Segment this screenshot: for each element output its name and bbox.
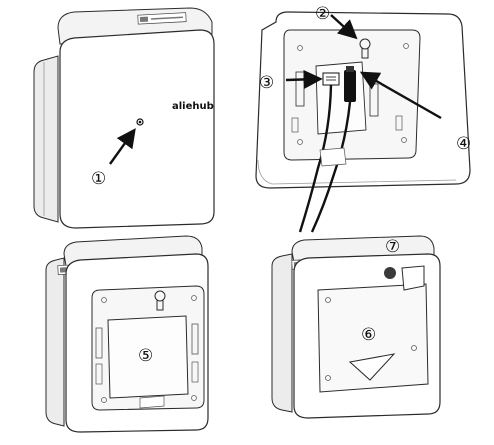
status-led — [136, 118, 144, 126]
callout-1: ① — [91, 169, 106, 189]
device-back-view: ⑦ ⑥ — [271, 235, 441, 419]
callout-6: ⑥ — [361, 325, 376, 345]
alignment-triangle — [348, 353, 396, 381]
ethernet-port — [322, 72, 340, 86]
callout-3: ③ — [259, 73, 274, 93]
device-front-view: aliehub ① — [33, 7, 215, 229]
power-plug — [344, 70, 356, 102]
callout-7: ⑦ — [385, 237, 400, 257]
mounting-plate — [107, 315, 189, 399]
callout-4: ④ — [456, 134, 471, 154]
brand-logo: aliehub — [172, 101, 214, 112]
device-back-with-cable-view: ② ③ ④ — [255, 4, 471, 233]
base-plate-mounted-view: ⑤ — [45, 235, 209, 433]
callout-5: ⑤ — [138, 346, 153, 366]
callout-2: ② — [315, 4, 330, 24]
reset-button — [384, 267, 396, 279]
